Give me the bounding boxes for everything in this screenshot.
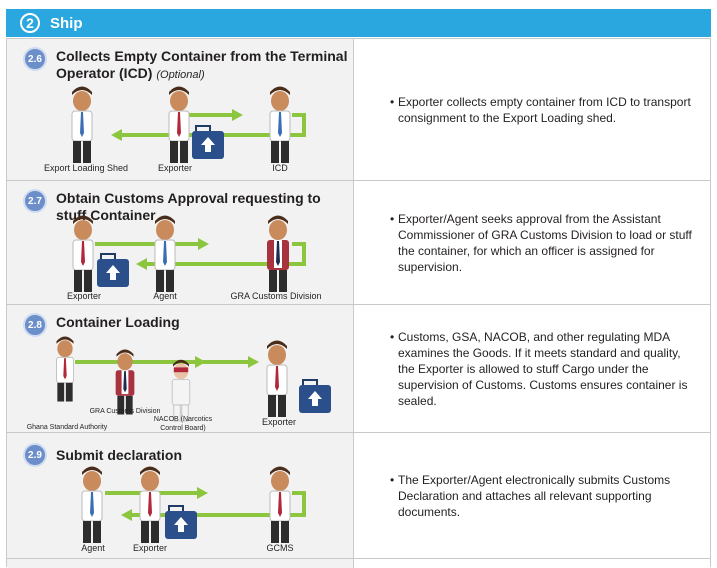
next-row-edge [7,558,710,568]
top-margin [0,0,717,8]
actor-label: GCMS [266,543,294,553]
section-title: Ship [50,14,83,32]
step-row-2-8: 2.8 Container Loading [7,304,710,432]
actor-label: Export Loading Shed [43,163,129,173]
step-number-badge: 2.8 [23,313,47,337]
section-number-badge: 2 [20,13,40,33]
step-description-cell: • Exporter collects empty container from… [354,39,710,180]
step-number-badge: 2.9 [23,443,47,467]
actor-label: Exporter [157,163,193,173]
step-illustration [56,336,331,422]
actor-label: Exporter [261,417,297,427]
customs-officer-icon [115,349,135,415]
step-illustration-cell: 2.6 Collects Empty Container from the Te… [7,39,354,180]
actor-label: Exporter [66,291,102,301]
step-optional-note: (Optional) [156,69,205,81]
step-description-text: Customs, GSA, NACOB, and other regulatin… [398,329,688,408]
step-description: • Exporter collects empty container from… [390,94,700,126]
actor-label: GRA Customs Division [89,408,161,415]
flow-arrows [75,356,259,368]
step-description-cell: • The Exporter/Agent electronically subm… [354,433,710,558]
step-row-2-7: 2.7 Obtain Customs Approval requesting t… [7,180,710,304]
person-icon [72,215,94,292]
step-illustration [72,215,306,292]
person-icon [56,336,74,402]
briefcase-icon [165,505,197,539]
step-illustration [71,86,306,163]
person-icon [269,466,291,543]
step-title: Submit declaration [56,447,183,463]
step-description-text: Exporter collects empty container from I… [398,94,691,125]
step-title: Container Loading [56,314,180,330]
bullet: • [390,329,395,344]
briefcase-icon [97,253,129,287]
actor-label: GRA Customs Division [230,291,322,301]
step-description-cell: • Exporter/Agent seeks approval from the… [354,181,710,304]
step-illustration-cell: 2.7 Obtain Customs Approval requesting t… [7,181,354,304]
step-row-2-6: 2.6 Collects Empty Container from the Te… [7,38,710,180]
step-title: Collects Empty Container from the Termin… [56,48,351,84]
actor-label: Agent [81,543,105,553]
person-icon [139,466,161,543]
step-row-2-9: 2.9 Submit declaration [7,432,710,558]
actor-label: NACOB (Narcotics Control Board) [153,416,213,432]
actor-label: ICD [272,163,288,173]
bullet: • [390,211,395,226]
step-illustration-cell: 2.9 Submit declaration [7,433,354,558]
person-icon [154,215,176,292]
section-header: 2 Ship [6,9,711,37]
step-number-badge: 2.6 [23,47,47,71]
step-illustration [81,466,306,543]
step-description-text: The Exporter/Agent electronically submit… [398,472,671,519]
customs-officer-icon [267,215,289,292]
person-icon [269,86,291,163]
actor-label: Exporter [132,543,168,553]
nacob-officer-icon [171,359,191,422]
person-icon [168,86,190,163]
step-illustration-cell: 2.8 Container Loading [7,305,354,432]
person-icon [81,466,103,543]
briefcase-icon [299,379,331,413]
step-description: • Customs, GSA, NACOB, and other regulat… [390,329,700,409]
step-description-cell: • Customs, GSA, NACOB, and other regulat… [354,305,710,432]
actor-label: Ghana Standard Authority [26,424,108,431]
step-description: • Exporter/Agent seeks approval from the… [390,211,700,275]
person-icon [266,340,288,417]
process-table: 2.6 Collects Empty Container from the Te… [6,38,711,568]
next-row-left-cell [7,559,354,568]
bullet: • [390,472,395,487]
step-description: • The Exporter/Agent electronically subm… [390,472,700,520]
step-title-text: Collects Empty Container from the Termin… [56,48,348,81]
actor-label: Agent [153,291,177,301]
step-description-text: Exporter/Agent seeks approval from the A… [398,211,692,274]
person-icon [71,86,93,163]
bullet: • [390,94,395,109]
briefcase-icon [192,125,224,159]
step-number-badge: 2.7 [23,189,47,213]
